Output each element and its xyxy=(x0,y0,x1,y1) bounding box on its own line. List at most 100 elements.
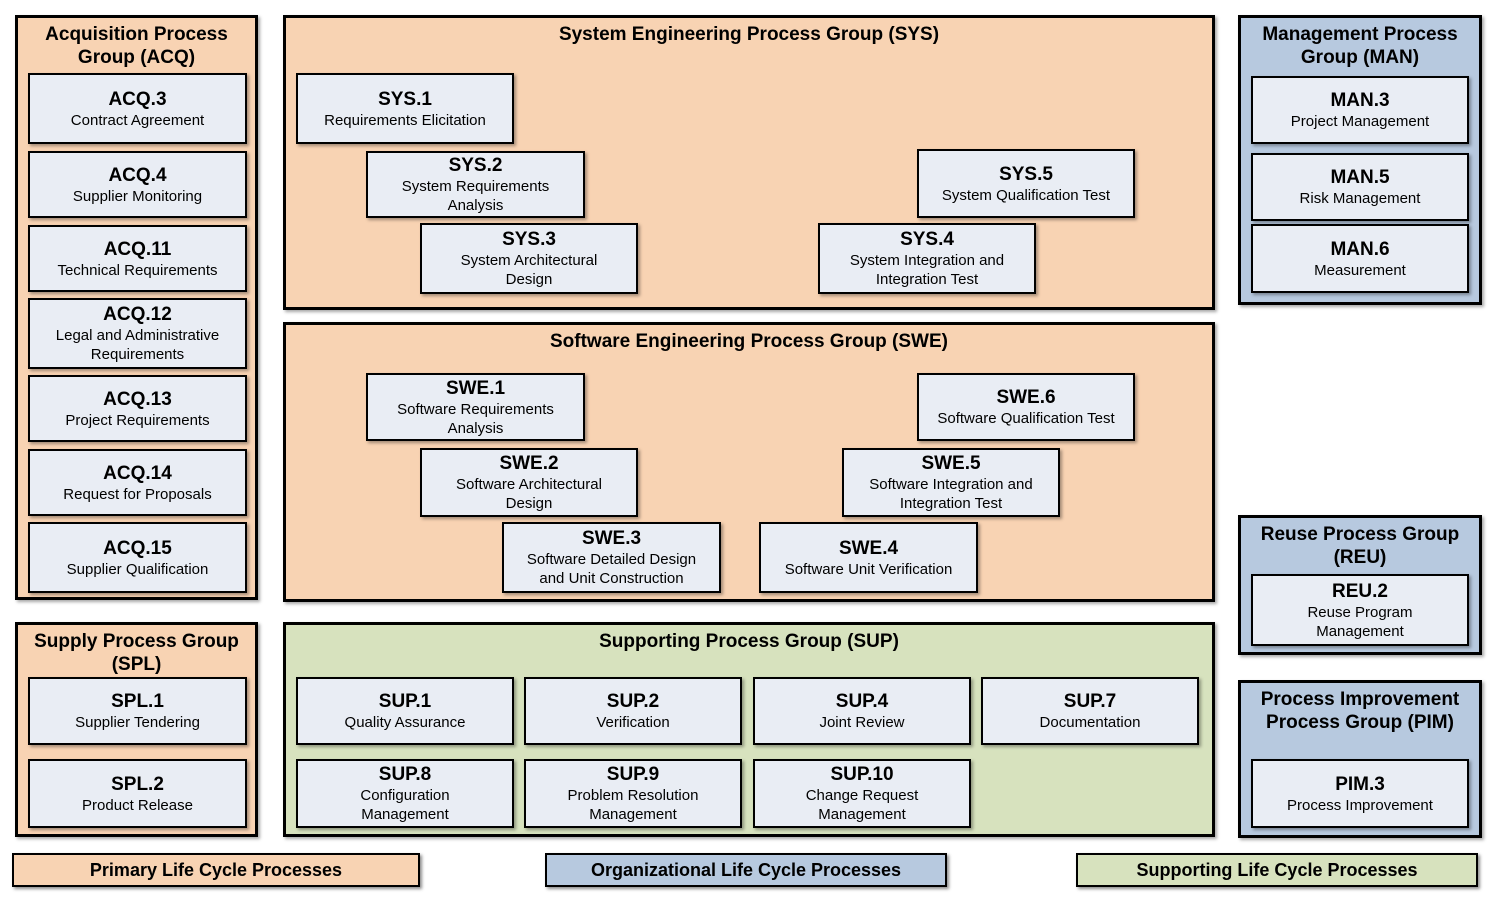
process-code: SUP.9 xyxy=(606,764,660,785)
process-name: Software Detailed Design and Unit Constr… xyxy=(526,551,697,587)
process-box-swe6: SWE.6 Software Qualification Test xyxy=(917,373,1135,441)
process-name: Supplier Monitoring xyxy=(72,187,203,205)
group-pim: Process Improvement Process Group (PIM) … xyxy=(1238,680,1482,838)
process-box-man5: MAN.5 Risk Management xyxy=(1251,153,1469,221)
process-box-swe3: SWE.3 Software Detailed Design and Unit … xyxy=(502,522,721,593)
process-box-sup2: SUP.2 Verification xyxy=(524,677,742,745)
process-name: Process Improvement xyxy=(1287,796,1433,814)
process-name: Software Requirements Analysis xyxy=(397,400,554,437)
process-code: SYS.2 xyxy=(448,155,503,176)
process-name: Request for Proposals xyxy=(63,485,212,503)
process-code: ACQ.12 xyxy=(103,304,172,325)
process-box-sys1: SYS.1 Requirements Elicitation xyxy=(296,73,514,144)
process-box-sup1: SUP.1 Quality Assurance xyxy=(296,677,514,745)
process-name: Documentation xyxy=(1039,714,1141,731)
process-code: ACQ.14 xyxy=(103,462,172,484)
process-name: Risk Management xyxy=(1299,190,1421,207)
process-box-sys4: SYS.4 System Integration and Integration… xyxy=(818,223,1036,294)
process-name: Problem Resolution Management xyxy=(567,787,699,823)
process-name: Software Architectural Design xyxy=(456,476,602,512)
process-name: Configuration Management xyxy=(360,787,450,823)
group-reu-title: Reuse Process Group (REU) xyxy=(1260,524,1460,568)
process-code: SYS.5 xyxy=(999,163,1053,185)
process-box-acq14: ACQ.14 Request for Proposals xyxy=(28,449,247,516)
process-code: SYS.4 xyxy=(900,229,954,250)
process-box-reu2: REU.2 Reuse Program Management xyxy=(1251,574,1469,646)
process-code: SUP.8 xyxy=(378,764,432,785)
process-box-sys3: SYS.3 System Architectural Design xyxy=(420,223,638,294)
process-name: Contract Agreement xyxy=(70,111,205,129)
process-box-sys2: SYS.2 System Requirements Analysis xyxy=(366,151,585,218)
process-code: ACQ.15 xyxy=(103,537,172,559)
process-name: System Requirements Analysis xyxy=(401,178,550,214)
process-box-sup7: SUP.7 Documentation xyxy=(981,677,1199,745)
process-code: SWE.3 xyxy=(581,528,642,549)
group-sys: System Engineering Process Group (SYS) S… xyxy=(283,15,1215,310)
process-code: SUP.4 xyxy=(835,691,889,712)
process-code: MAN.5 xyxy=(1330,167,1390,188)
process-name: Legal and Administrative Requirements xyxy=(55,327,220,363)
process-code: SYS.3 xyxy=(502,229,556,250)
process-box-swe4: SWE.4 Software Unit Verification xyxy=(759,522,978,593)
process-box-swe2: SWE.2 Software Architectural Design xyxy=(420,448,638,517)
process-name: Joint Review xyxy=(819,714,905,731)
process-code: SUP.10 xyxy=(830,764,894,785)
process-name: Software Qualification Test xyxy=(937,410,1115,427)
process-code: ACQ.4 xyxy=(108,164,167,186)
process-name: System Architectural Design xyxy=(460,252,598,288)
process-name: System Integration and Integration Test xyxy=(849,252,1005,288)
group-man: Management Process Group (MAN) MAN.3 Pro… xyxy=(1238,15,1482,305)
group-sup-title: Supporting Process Group (SUP) xyxy=(599,631,899,652)
group-acq-title: Acquisition Process Group (ACQ) xyxy=(45,24,228,68)
group-swe: Software Engineering Process Group (SWE)… xyxy=(283,322,1215,602)
process-name: Change Request Management xyxy=(805,787,919,823)
process-name: Requirements Elicitation xyxy=(324,111,486,129)
process-name: Supplier Tendering xyxy=(75,714,200,731)
process-code: SUP.1 xyxy=(378,691,432,712)
process-code: ACQ.11 xyxy=(103,238,172,260)
process-code: ACQ.13 xyxy=(103,388,172,410)
process-code: MAN.3 xyxy=(1330,90,1390,111)
process-code: SWE.1 xyxy=(445,377,506,399)
process-box-pim3: PIM.3 Process Improvement xyxy=(1251,759,1469,828)
process-code: SWE.2 xyxy=(499,453,559,474)
process-box-spl2: SPL.2 Product Release xyxy=(28,759,247,828)
process-box-man3: MAN.3 Project Management xyxy=(1251,76,1469,144)
legend-organizational-life-cycle: Organizational Life Cycle Processes xyxy=(545,853,947,887)
process-name: Technical Requirements xyxy=(57,261,218,279)
process-name: Supplier Qualification xyxy=(66,560,209,578)
group-swe-title: Software Engineering Process Group (SWE) xyxy=(549,331,948,352)
group-sys-title: System Engineering Process Group (SYS) xyxy=(558,24,940,45)
legend-supporting-life-cycle: Supporting Life Cycle Processes xyxy=(1076,853,1478,887)
process-box-sup8: SUP.8 Configuration Management xyxy=(296,759,514,828)
process-box-acq13: ACQ.13 Project Requirements xyxy=(28,375,247,442)
process-box-sup10: SUP.10 Change Request Management xyxy=(753,759,971,828)
process-name: Quality Assurance xyxy=(344,714,466,731)
group-pim-title: Process Improvement Process Group (PIM) xyxy=(1260,689,1460,733)
process-code: ACQ.3 xyxy=(108,88,167,110)
process-name: Software Unit Verification xyxy=(784,560,953,578)
group-acq: Acquisition Process Group (ACQ) ACQ.3 Co… xyxy=(15,15,258,600)
process-name: Verification xyxy=(596,714,670,731)
process-box-sys5: SYS.5 System Qualification Test xyxy=(917,149,1135,218)
process-box-man6: MAN.6 Measurement xyxy=(1251,224,1469,293)
group-sup: Supporting Process Group (SUP) SUP.1 Qua… xyxy=(283,622,1215,837)
legend-primary-life-cycle: Primary Life Cycle Processes xyxy=(12,853,420,887)
group-spl-title: Supply Process Group (SPL) xyxy=(34,631,239,675)
process-name: Project Management xyxy=(1290,113,1430,130)
process-name: Reuse Program Management xyxy=(1307,603,1413,640)
process-code: SPL.2 xyxy=(111,773,164,795)
process-name: Project Requirements xyxy=(65,411,210,429)
process-box-spl1: SPL.1 Supplier Tendering xyxy=(28,677,247,745)
process-box-sup4: SUP.4 Joint Review xyxy=(753,677,971,745)
process-name: Software Integration and Integration Tes… xyxy=(869,476,1033,512)
process-code: SPL.1 xyxy=(111,691,164,712)
process-code: SWE.6 xyxy=(996,387,1056,408)
process-box-acq3: ACQ.3 Contract Agreement xyxy=(28,73,247,144)
process-code: SWE.5 xyxy=(921,453,981,474)
process-code: SUP.7 xyxy=(1063,691,1117,712)
process-code: SYS.1 xyxy=(378,88,432,110)
process-box-swe5: SWE.5 Software Integration and Integrati… xyxy=(842,448,1060,517)
process-box-sup9: SUP.9 Problem Resolution Management xyxy=(524,759,742,828)
